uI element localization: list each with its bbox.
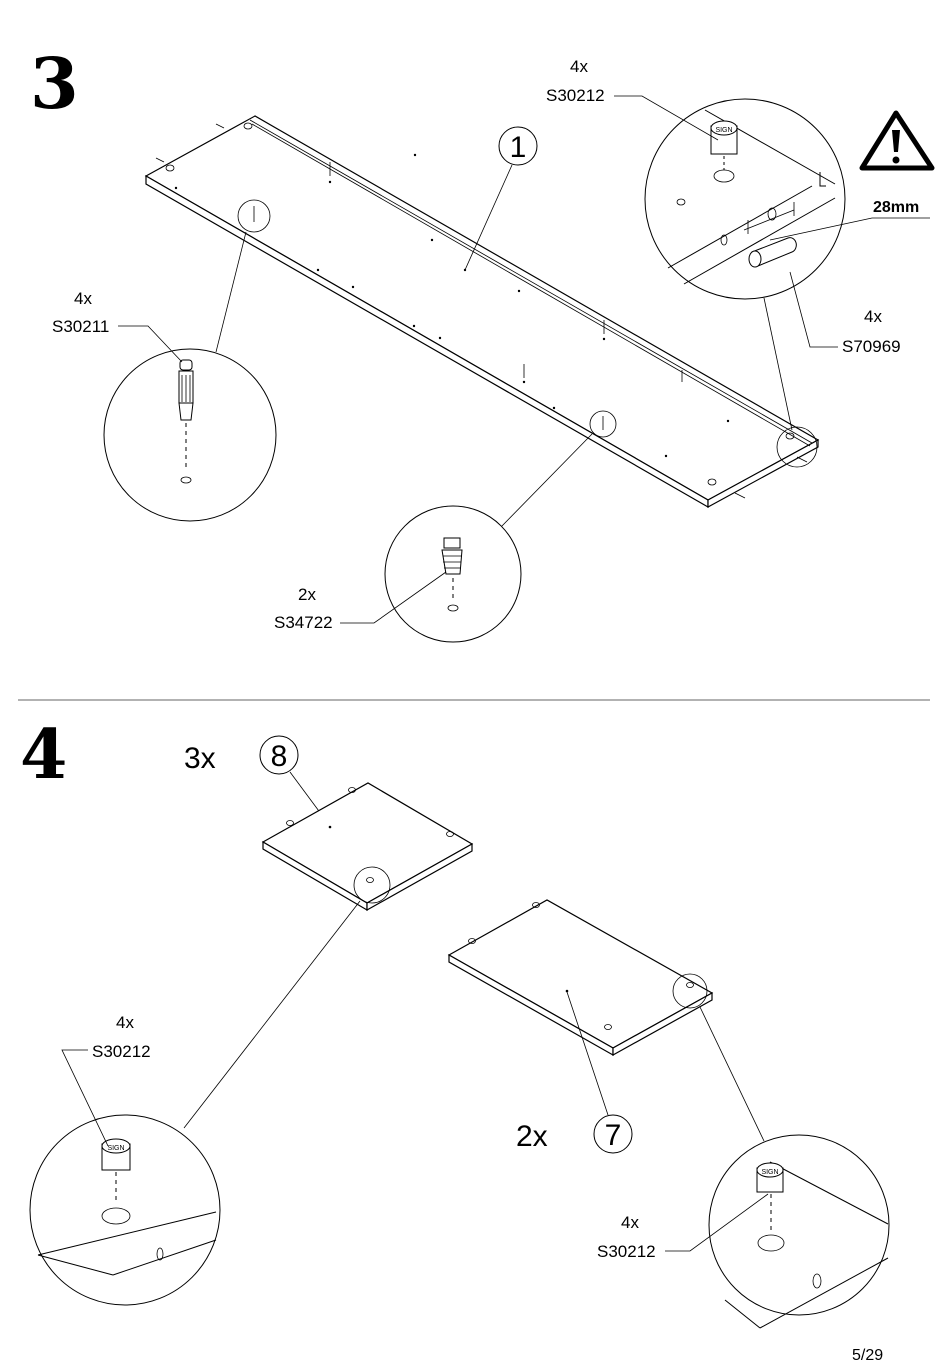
part-1-number: 1 [510, 131, 527, 164]
part-8-circle [259, 735, 299, 775]
part-8-number: 8 [271, 740, 288, 773]
callout-left-code: S30211 [52, 317, 109, 336]
callout-bottom-qty: 2x [298, 585, 316, 604]
part-1-circle [498, 126, 538, 166]
svg-text:SIGN: SIGN [107, 1145, 124, 1152]
svg-text:SIGN: SIGN [715, 127, 732, 134]
detail-circle-step4-left: SIGN [29, 900, 361, 1306]
svg-text:SIGN: SIGN [761, 1169, 778, 1176]
callout-step4-left-qty: 4x [116, 1013, 134, 1032]
callout-step4-right-qty: 4x [621, 1213, 639, 1232]
callout-top-qty: 4x [570, 57, 588, 76]
part-7-qty: 2x [516, 1120, 548, 1153]
page-number: 5/29 [852, 1347, 883, 1364]
callout-step4-left-code: S30212 [92, 1042, 151, 1061]
step-3-number: 3 [30, 42, 79, 125]
part-7-circle [593, 1114, 633, 1154]
callout-left-qty: 4x [74, 289, 92, 308]
part-8-qty: 3x [184, 742, 216, 775]
panel-part-8 [261, 782, 474, 912]
warning-triangle-icon [859, 110, 935, 171]
detail-circle-step4-right: SIGN [699, 1006, 890, 1329]
callout-right-qty: 4x [864, 307, 882, 326]
detail-circle-s30211 [103, 231, 277, 522]
detail-circle-s34722 [384, 433, 593, 643]
callout-right-code: S70969 [842, 337, 901, 356]
panel-part-7 [447, 899, 714, 1057]
measurement-label: 28mm [873, 199, 919, 216]
detail-circle-s30212-s70969: SIGN [644, 98, 846, 431]
callout-bottom-code: S34722 [274, 613, 333, 632]
part-7-number: 7 [605, 1119, 622, 1152]
step-4-number: 4 [20, 715, 67, 795]
callout-step4-right-code: S30212 [597, 1242, 656, 1261]
callout-top-code: S30212 [546, 86, 605, 105]
